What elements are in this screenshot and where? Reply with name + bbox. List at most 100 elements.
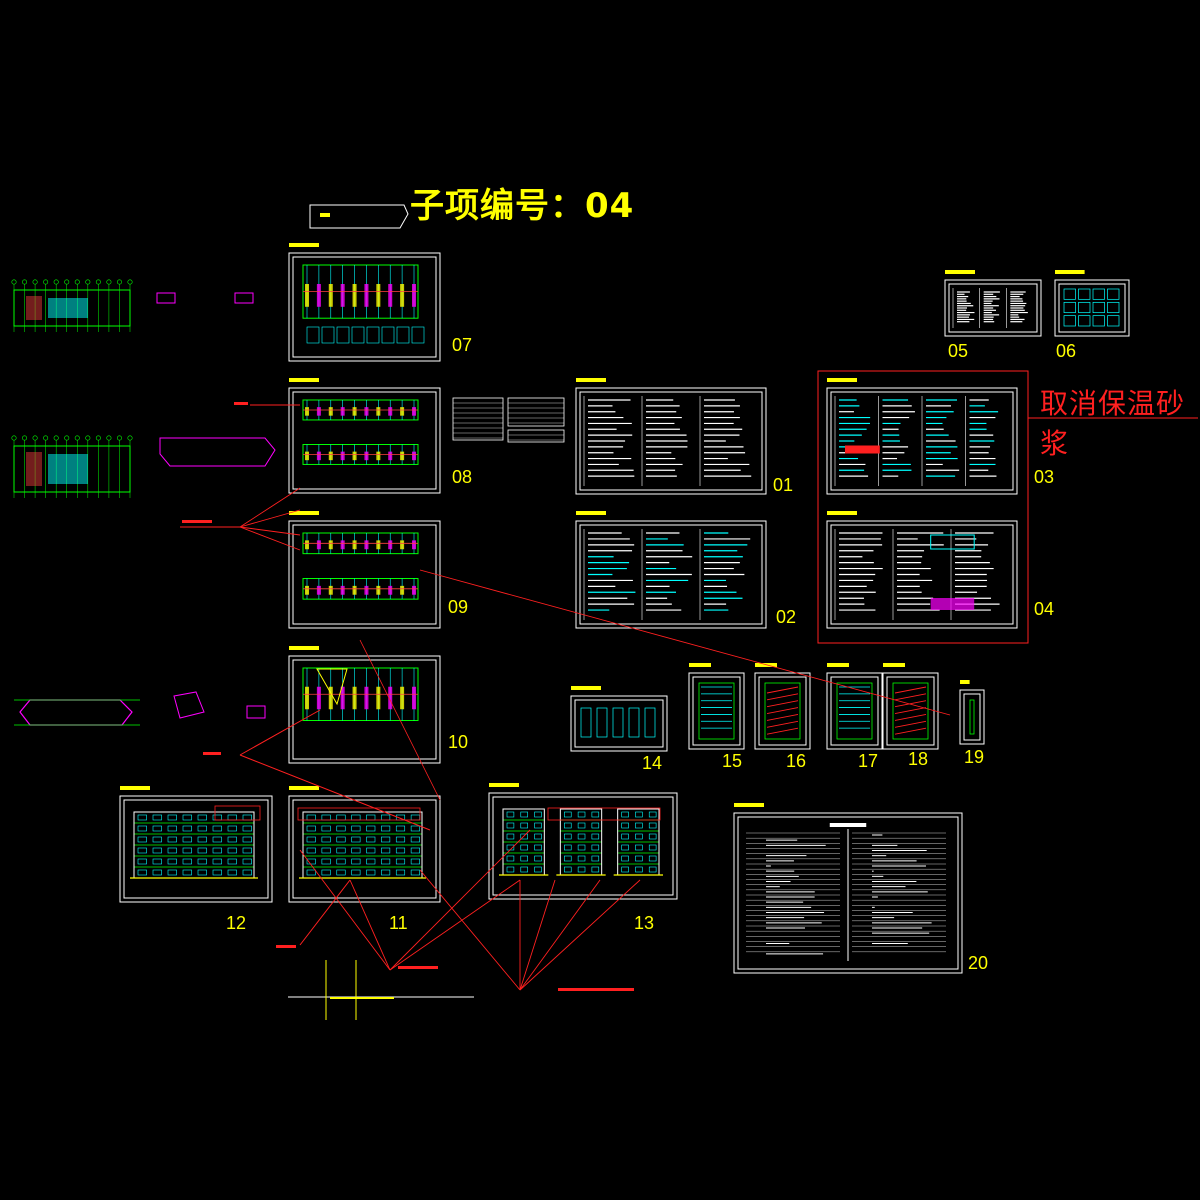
sheet-number-15[interactable]: 15 (722, 751, 743, 771)
window (564, 844, 572, 851)
room-fill (364, 686, 369, 710)
room-fill (376, 284, 381, 307)
window (395, 847, 406, 854)
markup-leader (389, 829, 531, 971)
room-fill (340, 451, 345, 461)
sheet-scale-tag (960, 680, 970, 684)
window (366, 825, 376, 832)
sheet-10 (288, 646, 441, 764)
markup-leader (239, 526, 301, 551)
window (351, 836, 361, 843)
sheet-outer-frame (826, 672, 883, 750)
stair-flight (894, 727, 927, 735)
detail-box (351, 326, 365, 344)
stair-flight (766, 727, 799, 735)
sheet-06 (1054, 270, 1130, 337)
sheet-inner-frame (963, 693, 981, 741)
sheet-11 (288, 786, 441, 903)
wall-detail-fill (930, 598, 975, 610)
window (621, 866, 629, 873)
stair-flight (766, 720, 799, 728)
stair-flight (766, 700, 799, 708)
window (152, 836, 162, 843)
window (306, 814, 316, 821)
sheet-number-01[interactable]: 01 (773, 475, 794, 495)
window (381, 869, 391, 876)
markup-leaders (180, 370, 1198, 991)
window (167, 814, 177, 821)
project-item-number-title: 子项编号：04 (410, 186, 635, 226)
stair-flight (894, 693, 927, 701)
window (635, 833, 643, 840)
area-table (452, 397, 504, 441)
sheet-number-16[interactable]: 16 (786, 751, 807, 771)
window (506, 855, 515, 862)
grid-cell (1078, 301, 1091, 314)
sheet-inner-frame (758, 676, 807, 746)
window (577, 844, 586, 851)
window (635, 811, 643, 818)
room-fill (340, 585, 345, 595)
room-fill (316, 451, 321, 461)
axis-bubble (22, 279, 28, 285)
window (534, 855, 542, 862)
window (137, 858, 147, 865)
sheet-number-03[interactable]: 03 (1034, 467, 1055, 487)
window (321, 836, 331, 843)
window (395, 825, 406, 832)
room-fill (388, 540, 393, 550)
sheet-number-11[interactable]: 11 (389, 913, 408, 933)
window (366, 847, 376, 854)
sheet-inner-frame (692, 676, 741, 746)
sheet-number-04[interactable]: 04 (1034, 599, 1055, 619)
sheet-number-12[interactable]: 12 (226, 913, 247, 933)
grid-cell (1107, 315, 1120, 327)
room-fill (328, 284, 333, 307)
sheet-number-10[interactable]: 10 (448, 732, 469, 752)
sheet-number-19[interactable]: 19 (964, 747, 985, 767)
window (635, 855, 643, 862)
window (381, 858, 391, 865)
window (182, 858, 192, 865)
window (395, 869, 406, 876)
sheet-outer-frame (688, 672, 745, 750)
sheet-number-06[interactable]: 06 (1056, 341, 1077, 361)
sheet-number-09[interactable]: 09 (448, 597, 469, 617)
area-tag (156, 292, 176, 304)
room-fill (328, 585, 333, 595)
sheet-number-20[interactable]: 20 (968, 953, 989, 973)
sheet-number-08[interactable]: 08 (452, 467, 473, 487)
sheet-number-18[interactable]: 18 (908, 749, 929, 769)
axis-bubble (22, 435, 28, 441)
markup-leader (419, 869, 521, 991)
window (137, 825, 147, 832)
window (381, 847, 391, 854)
room-fill (376, 686, 381, 710)
axis-bubble (127, 435, 133, 441)
sheet-number-02[interactable]: 02 (776, 607, 797, 627)
window (336, 847, 346, 854)
window (506, 822, 515, 829)
sheet-scale-tag (576, 378, 606, 382)
sheet-number-07[interactable]: 07 (452, 335, 473, 355)
room-fill (400, 686, 405, 710)
sheet-inner-frame (579, 391, 763, 491)
window (520, 855, 528, 862)
sheet-number-05[interactable]: 05 (948, 341, 969, 361)
sheet-number-14[interactable]: 14 (642, 753, 663, 773)
grid-cell (1107, 301, 1120, 314)
window (227, 836, 237, 843)
room-fill (400, 407, 405, 416)
window (648, 833, 657, 840)
markup-text (398, 966, 438, 969)
window (182, 814, 192, 821)
markup-leader (299, 879, 351, 946)
window (381, 836, 391, 843)
sheet-number-13[interactable]: 13 (634, 913, 655, 933)
sheet-number-17[interactable]: 17 (858, 751, 879, 771)
markup-text (203, 752, 221, 755)
markup-leader (299, 849, 391, 971)
sheet-outer-frame (826, 387, 1018, 495)
detail-box (336, 326, 350, 344)
